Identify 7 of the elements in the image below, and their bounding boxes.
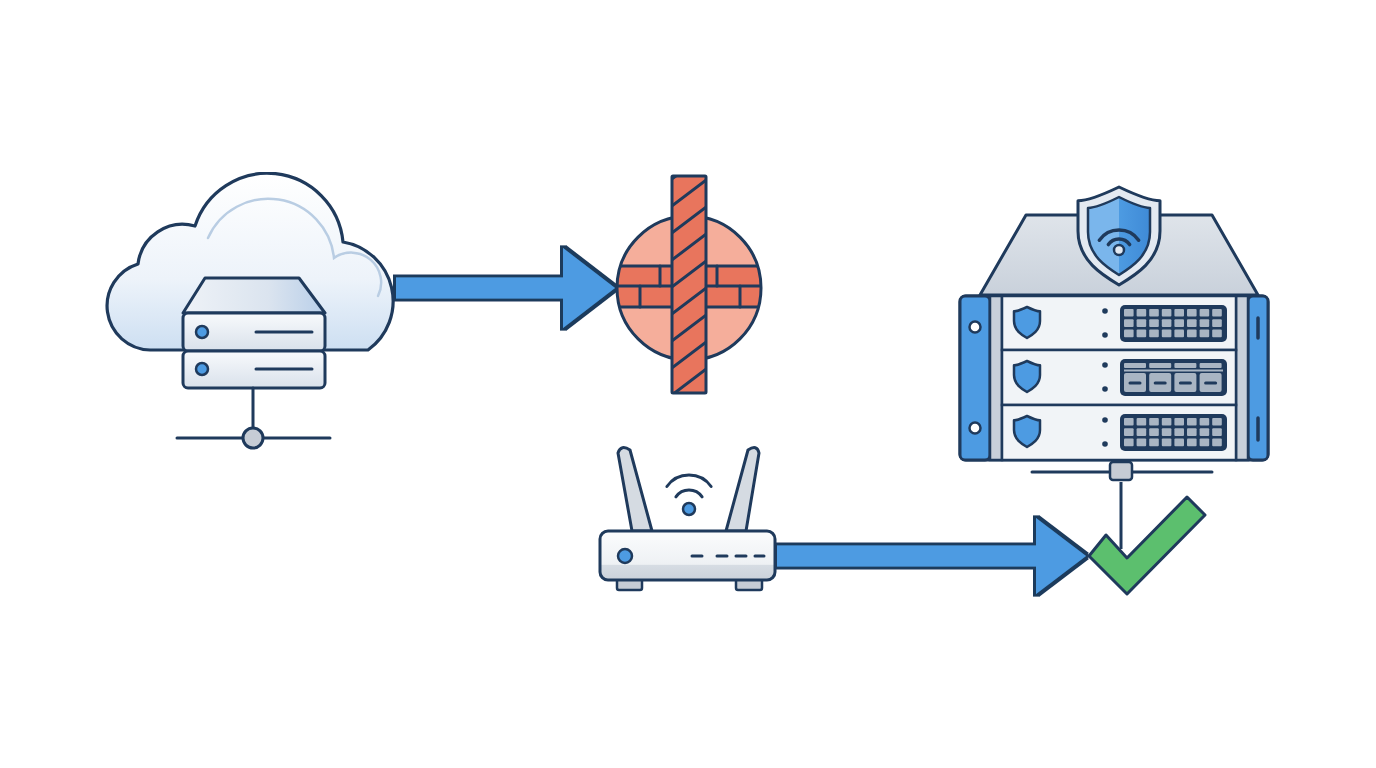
server-rack-icon <box>957 184 1270 482</box>
connector-line <box>1119 482 1123 549</box>
checkmark-icon <box>1086 494 1208 596</box>
brick-wall-icon <box>615 174 764 395</box>
arrow <box>396 248 615 328</box>
arrow <box>777 518 1086 594</box>
wifi-router-icon <box>597 444 777 592</box>
